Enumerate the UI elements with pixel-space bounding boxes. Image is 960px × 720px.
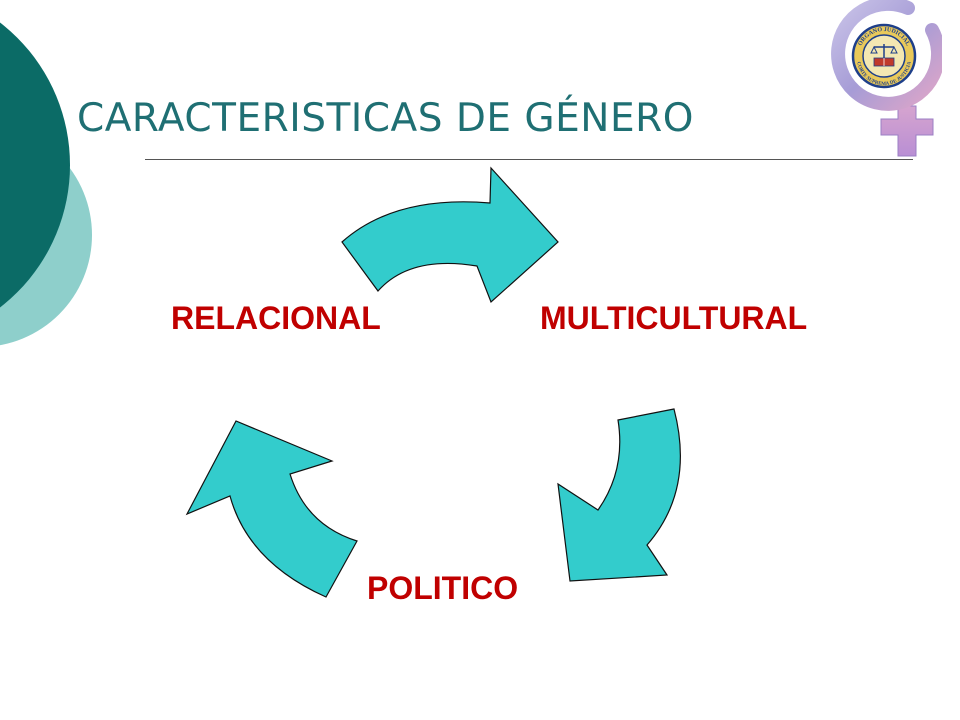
decor-circle-dark [0, 22, 70, 308]
cycle-arrow-right [557, 408, 681, 582]
node-label-multicultural: MULTICULTURAL [540, 300, 808, 336]
female-symbol-ring [831, 0, 942, 111]
gender-symbol-logo: ORGANO JUDICIAL CORTE SUPREMA DE JUSTICI… [831, 0, 942, 157]
female-symbol-cross-icon [880, 105, 934, 157]
title-divider [145, 159, 913, 160]
slide-title: CARACTERISTICAS DE GÉNERO [77, 96, 694, 141]
scales-of-justice-icon [870, 44, 898, 67]
cycle-arrow-left [185, 420, 358, 598]
cycle-arrow-top [341, 166, 559, 304]
left-decoration [0, 22, 92, 346]
node-label-politico: POLITICO [367, 570, 519, 606]
node-label-relacional: RELACIONAL [171, 300, 381, 336]
judicial-seal: ORGANO JUDICIAL CORTE SUPREMA DE JUSTICI… [851, 23, 917, 89]
